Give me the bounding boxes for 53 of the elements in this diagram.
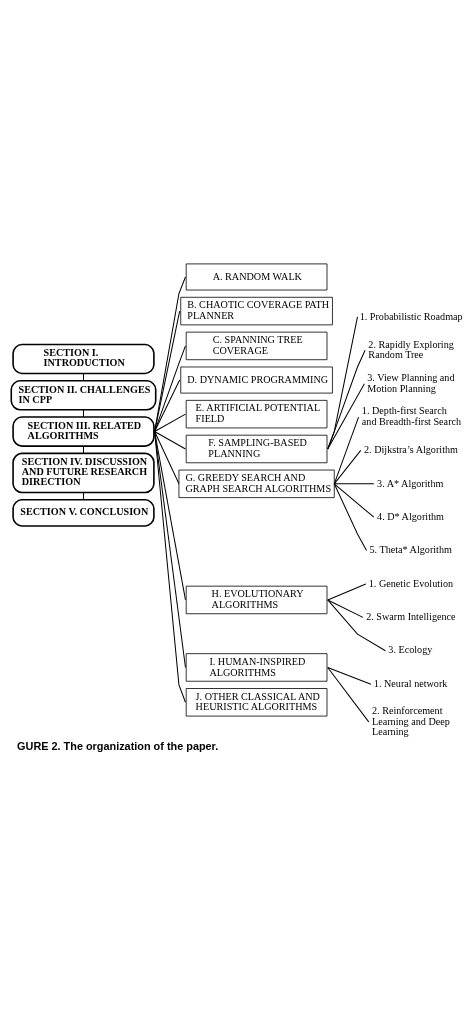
node-text: 1. Depth-first Search and Breadth-first Search [361, 405, 462, 428]
node-text: 5. Theta* Algorithm [369, 544, 452, 556]
connector [154, 276, 186, 433]
node-box: C. SPANNING TREE COVERAGE [185, 331, 328, 361]
node-box: F. SAMPLING-BASED PLANNING [185, 434, 328, 464]
connector [154, 310, 181, 433]
node-text: 3. A* Algorithm [377, 477, 444, 489]
connector [154, 431, 186, 450]
connector [333, 449, 362, 485]
node-box: B. CHAOTIC COVERAGE PATH PLANNER [180, 296, 333, 326]
node-text: 2. Reinforcement Learning and Deep Learning [372, 704, 450, 738]
connector [82, 409, 84, 418]
node-box: SECTION I. INTRODUCTION [12, 343, 155, 375]
connector [333, 416, 360, 485]
connector [154, 413, 186, 433]
caption: GURE 2. The organization of the paper. [17, 739, 219, 752]
connector [327, 666, 370, 723]
node-box: SECTION II. CHALLENGES IN CPP [10, 379, 157, 411]
node-text: 3. Ecology [388, 644, 433, 656]
node-box: H. EVOLUTIONARY ALGORITHMS [185, 585, 328, 615]
connector [333, 483, 368, 552]
connector [154, 345, 186, 433]
connector [327, 383, 365, 450]
node-box: D. DYNAMIC PROGRAMMING [180, 366, 333, 394]
connector [327, 599, 364, 618]
connector [82, 445, 84, 454]
node-text: 2. Rapidly Exploring Random Tree [368, 338, 454, 361]
node-box: SECTION V. CONCLUSION [12, 499, 155, 527]
connector [327, 583, 367, 601]
connector [154, 431, 180, 485]
node-box: G. GREEDY SEARCH AND GRAPH SEARCH ALGORITHMS [178, 469, 335, 498]
node-text: 3. View Planning and Motion Planning [367, 371, 455, 394]
connector [154, 431, 186, 601]
node-box: SECTION IV. DISCUSSION AND FUTURE RESEARCH DIRECTION [12, 452, 155, 494]
node-box: A. RANDOM WALK [185, 263, 328, 291]
connector [333, 483, 375, 518]
node-box: J. OTHER CLASSICAL AND HEURISTIC ALGORITHMS [185, 688, 328, 717]
node-text: 2. Dijkstra’s Algorithm [364, 444, 458, 456]
node-box: E. ARTIFICIAL POTENTIAL FIELD [185, 399, 328, 429]
node-text: 2. Swarm Intelligence [366, 611, 456, 623]
node-text: 1. Neural network [373, 677, 448, 689]
connector [327, 599, 386, 652]
connector [327, 349, 366, 450]
node-text: 1. Probabilistic Roadmap [359, 310, 463, 322]
connector [82, 492, 84, 501]
node-text: 1. Genetic Evolution [368, 577, 454, 589]
node-box: SECTION III. RELATED ALGORITHMS [12, 416, 155, 447]
connector [327, 666, 372, 685]
connector [333, 483, 375, 485]
node-text: 4. D* Algorithm [377, 510, 444, 522]
node-box: I. HUMAN-INSPIRED ALGORITHMS [185, 653, 328, 682]
connector [154, 379, 181, 433]
connector [82, 373, 84, 382]
